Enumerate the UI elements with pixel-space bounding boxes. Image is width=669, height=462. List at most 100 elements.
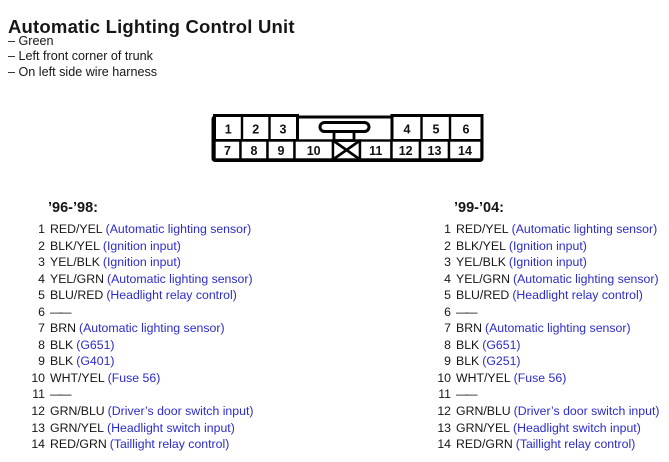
pin-wire-color: GRN/YEL	[456, 420, 510, 435]
pin-number: 4	[444, 271, 451, 286]
pin-function: (G401)	[76, 354, 115, 369]
pin-wire-color: BLU/RED	[456, 288, 510, 303]
pin-number: 13	[437, 420, 451, 435]
pin-number: 14	[31, 437, 45, 452]
note-line: – On left side wire harness	[8, 64, 158, 79]
pin-number: 7	[38, 321, 45, 336]
pin-number: 1	[444, 222, 451, 236]
pin-number: 5	[38, 288, 45, 303]
connector-pin-number: 10	[307, 144, 321, 158]
pin-row: 8 BLK(G651)	[414, 337, 659, 354]
pin-number: 12	[437, 404, 451, 419]
pin-function: (Ignition input)	[102, 255, 181, 270]
pin-row: 7 BRN(Automatic lighting sensor)	[414, 320, 659, 337]
pin-number: 13	[31, 420, 45, 435]
pin-wire-color: GRN/BLU	[456, 404, 511, 419]
pin-number: 10	[437, 370, 451, 385]
pin-number: 7	[444, 321, 451, 336]
pin-number: 8	[444, 337, 451, 352]
connector-top-right-group	[390, 114, 484, 142]
pin-number: 2	[444, 238, 451, 253]
pin-wire-color: RED/YEL	[50, 222, 103, 236]
connector-pin-number: 4	[404, 123, 411, 137]
pin-function: (Driver’s door switch input)	[107, 404, 254, 419]
pin-wire-color: RED/GRN	[50, 437, 107, 452]
pin-function: (Headlight relay control)	[106, 288, 237, 303]
pin-row: 6——	[8, 304, 253, 321]
pin-function: (Automatic lighting sensor)	[107, 271, 253, 286]
pin-row: 2 BLK/YEL(Ignition input)	[414, 238, 659, 255]
pin-function: (Driver’s door switch input)	[513, 404, 660, 419]
page-title: Automatic Lighting Control Unit	[8, 16, 295, 38]
pin-wire-color: BRN	[456, 321, 482, 336]
pin-row: 1 RED/YEL(Automatic lighting sensor)	[414, 221, 659, 238]
pin-row: 5 BLU/RED(Headlight relay control)	[8, 287, 253, 304]
pin-wire-color: ——	[50, 387, 72, 402]
pin-function: (Automatic lighting sensor)	[513, 271, 659, 286]
pin-wire-color: BLK	[50, 337, 74, 352]
pin-number: 11	[438, 387, 451, 402]
pin-wire-color: BLK	[456, 354, 480, 369]
note-line: – Green	[8, 34, 54, 48]
pin-function: (Fuse 56)	[513, 370, 567, 385]
pin-row: 13 GRN/YEL(Headlight switch input)	[414, 420, 659, 437]
pin-function: (Ignition input)	[102, 238, 181, 253]
pin-function: (Fuse 56)	[107, 370, 161, 385]
pin-number: 1	[38, 222, 45, 236]
connector-pin-number: 5	[433, 123, 440, 137]
pin-number: 11	[32, 387, 45, 402]
connector-pin-number: 14	[458, 144, 472, 158]
column-header-99-04: ’99-’04:	[454, 200, 504, 216]
pin-row: 11——	[414, 386, 659, 403]
pin-number: 8	[38, 337, 45, 352]
pin-function: (Ignition input)	[508, 255, 587, 270]
pin-function: (G651)	[482, 337, 521, 352]
pin-wire-color: RED/GRN	[456, 437, 513, 452]
pin-function: (G251)	[482, 354, 521, 369]
connector-pin-number: 3	[280, 123, 287, 137]
pin-function: (Automatic lighting sensor)	[105, 222, 252, 236]
connector-pin-number: 6	[463, 123, 470, 137]
connector-pin-number: 1	[225, 123, 232, 137]
pin-wire-color: BLU/RED	[50, 288, 104, 303]
connector-pin-number: 12	[399, 144, 413, 158]
pin-function: (Ignition input)	[508, 238, 587, 253]
pin-row: 9 BLK(G251)	[414, 353, 659, 370]
pin-wire-color: RED/YEL	[456, 222, 509, 236]
keyed-cell-x-mark	[332, 139, 361, 161]
location-notes: – Green – Left front corner of trunk – O…	[8, 34, 157, 80]
pin-function: (Taillight relay control)	[515, 437, 636, 452]
pin-cell	[447, 139, 483, 161]
pin-row: 12 GRN/BLU(Driver’s door switch input)	[414, 403, 659, 420]
connector-pin-number: 9	[278, 144, 285, 158]
pin-function: (Automatic lighting sensor)	[511, 222, 658, 236]
pin-row: 14 RED/GRN(Taillight relay control)	[8, 436, 253, 453]
pin-wire-color: BLK/YEL	[50, 238, 100, 253]
pin-function: (Automatic lighting sensor)	[484, 321, 631, 336]
pin-function: (Taillight relay control)	[109, 437, 230, 452]
pin-wire-color: ——	[50, 304, 72, 319]
pin-number: 6	[444, 304, 451, 319]
pin-wire-color: ——	[456, 304, 478, 319]
pin-wire-color: YEL/GRN	[50, 271, 104, 286]
pin-number: 5	[444, 288, 451, 303]
pin-wire-color: YEL/BLK	[50, 255, 100, 270]
pin-number: 9	[444, 354, 451, 369]
pin-wire-color: BLK/YEL	[456, 238, 506, 253]
pin-function: (Headlight switch input)	[513, 420, 641, 435]
note-line: – Left front corner of trunk	[8, 49, 153, 64]
pin-number: 4	[38, 271, 45, 286]
pin-wire-color: BLK	[456, 337, 480, 352]
